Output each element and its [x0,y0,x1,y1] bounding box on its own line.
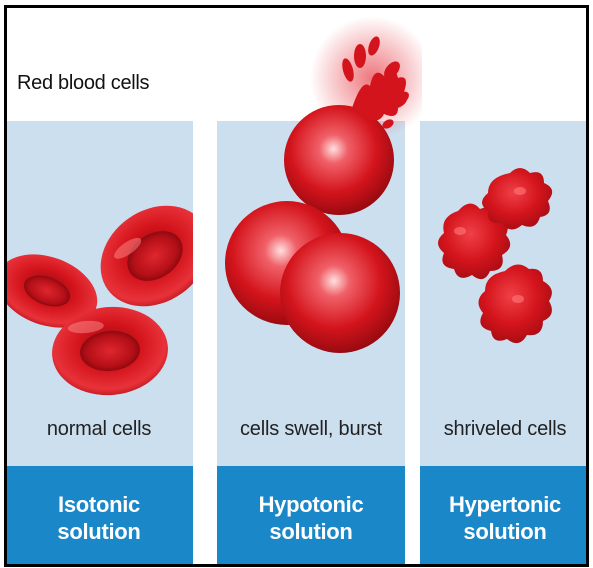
solution-name: Hypertonic [420,491,589,518]
figure-title: Red blood cells [17,72,149,95]
solution-label-hypertonic: Hypertonic solution [420,491,589,545]
panel-isotonic: normal cells Isotonic solution [5,121,193,564]
solution-word: solution [5,518,193,545]
rbc-swollen-front [280,233,400,353]
figure-frame: Red blood cells [4,5,589,567]
solution-name: Isotonic [5,491,193,518]
swollen-cells-illustration [212,8,422,423]
solution-name: Hypotonic [217,491,405,518]
rbc-normal-top [81,185,193,327]
rbc-shriveled-top-right [482,168,552,230]
rbc-bursting [284,105,394,215]
caption-shriveled-cells: shriveled cells [420,418,589,441]
caption-normal-cells: normal cells [5,418,193,441]
shriveled-cells-illustration [420,121,589,421]
solution-label-isotonic: Isotonic solution [5,491,193,545]
solution-word: solution [217,518,405,545]
solution-label-hypotonic: Hypotonic solution [217,491,405,545]
burst-droplet [354,44,366,68]
panel-hypertonic: shriveled cells Hypertonic solution [420,121,589,564]
solution-word: solution [420,518,589,545]
normal-cells-illustration [5,121,193,421]
rbc-shriveled-bottom [478,264,551,343]
